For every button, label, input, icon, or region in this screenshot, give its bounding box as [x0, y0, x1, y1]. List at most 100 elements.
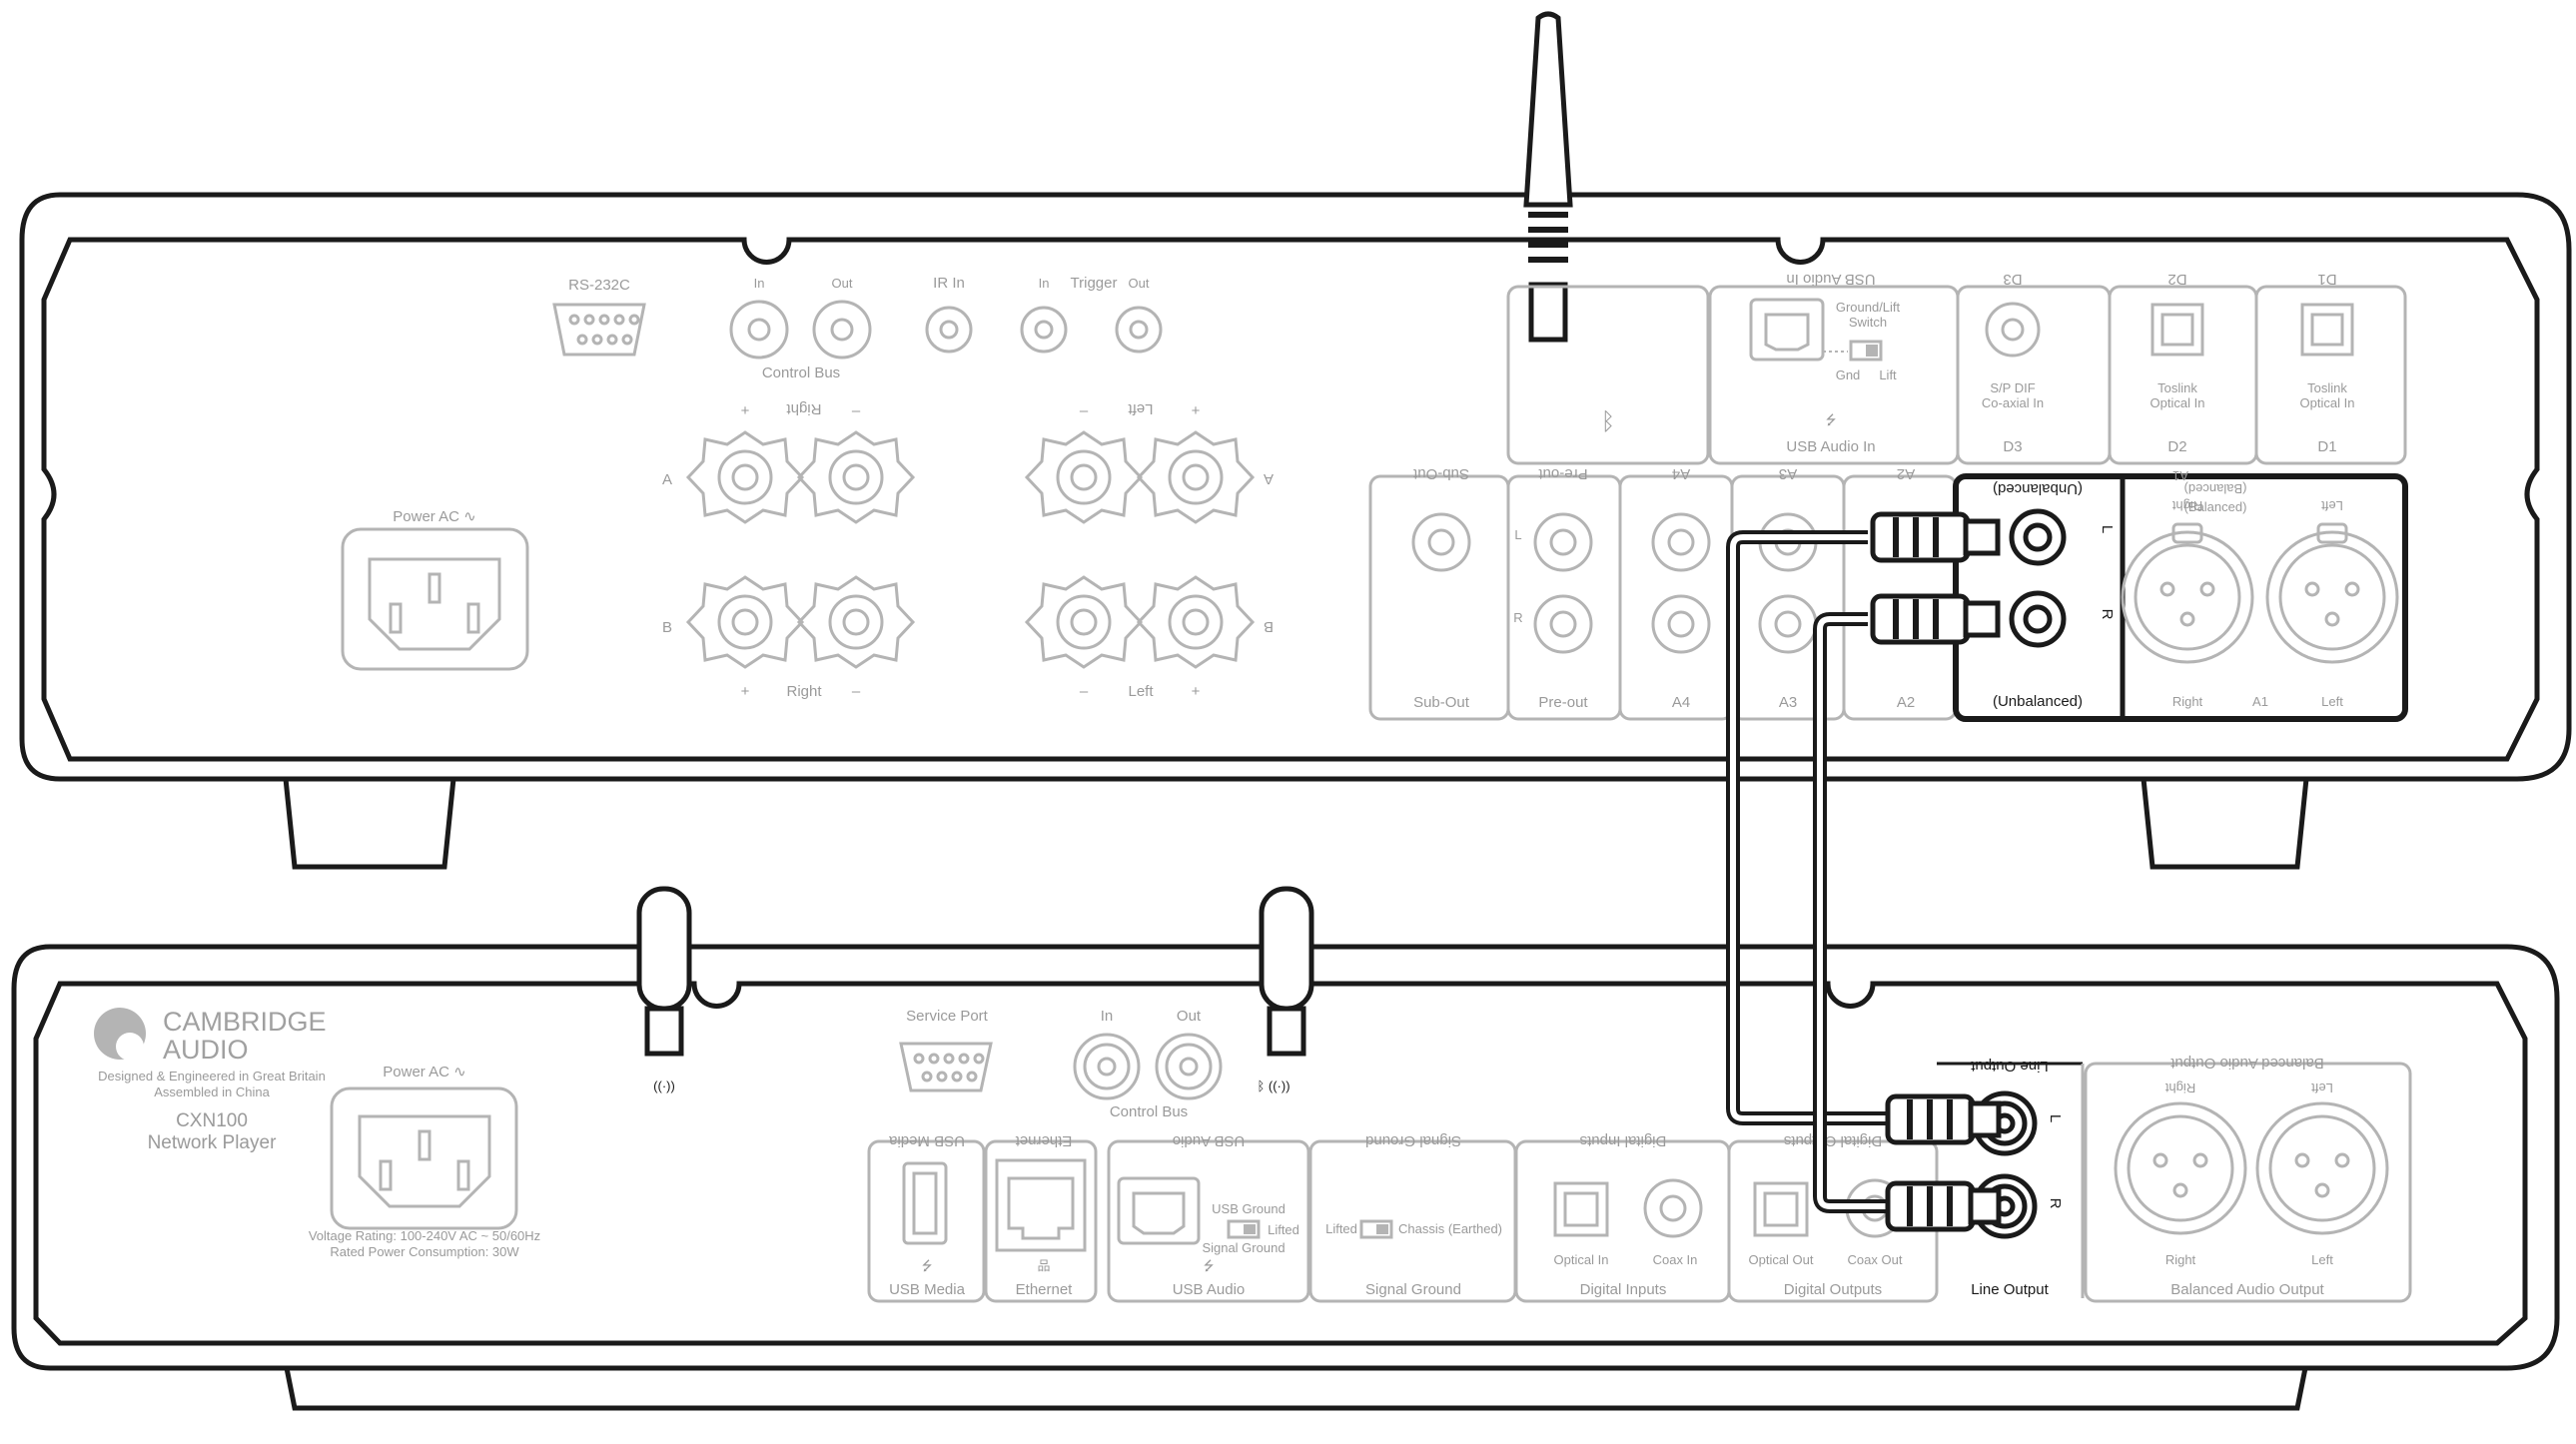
speaker-post-right-minus-b[interactable] [796, 575, 916, 669]
svg-text:Signal Ground: Signal Ground [1365, 1281, 1461, 1298]
player-rear-panel [33, 981, 2528, 1346]
svg-text:Lift: Lift [1879, 367, 1897, 382]
player-control-bus: In Out Control Bus [1073, 1008, 1223, 1120]
svg-text:Designed & Engineered in Great: Designed & Engineered in Great Britain [98, 1069, 326, 1083]
svg-text:Left: Left [1128, 683, 1154, 700]
service-port[interactable]: Service Port [899, 1008, 993, 1092]
d2-toslink-port[interactable] [2150, 303, 2204, 357]
speaker-post-right-plus-b[interactable] [685, 575, 805, 669]
svg-text:A3: A3 [1779, 465, 1797, 482]
ground-lift-switch[interactable] [1849, 340, 1883, 361]
svg-text:+: + [741, 402, 750, 419]
svg-text:Trigger: Trigger [1071, 275, 1118, 292]
svg-text:Power AC ∿: Power AC ∿ [383, 1064, 465, 1081]
svg-text:AUDIO: AUDIO [163, 1035, 249, 1065]
d1-toslink-port[interactable] [2300, 303, 2354, 357]
svg-text:Ethernet: Ethernet [1015, 1132, 1073, 1149]
trigger-out-jack[interactable] [1115, 306, 1163, 354]
svg-text:Line Output: Line Output [1971, 1281, 2049, 1298]
usb-ground-switch[interactable] [1227, 1219, 1261, 1239]
optical-in-port[interactable] [1553, 1181, 1609, 1237]
player-power-inlet[interactable]: Power AC ∿ [330, 1064, 518, 1230]
signal-ground-switch[interactable] [1359, 1219, 1393, 1239]
svg-text:(Balanced): (Balanced) [2184, 499, 2247, 514]
a4-r-jack[interactable] [1651, 594, 1711, 654]
pre-out-r-jack[interactable] [1533, 594, 1593, 654]
player-usb-audio: USB Audio USB Ground Lifted Signal Groun… [1107, 1132, 1310, 1303]
svg-text:(Unbalanced): (Unbalanced) [1993, 480, 2083, 497]
trigger-in-jack[interactable] [1020, 306, 1068, 354]
amp-power-inlet[interactable]: Power AC ∿ [341, 508, 529, 671]
svg-text:USB Audio: USB Audio [1173, 1132, 1246, 1149]
coax-in-jack[interactable] [1643, 1178, 1703, 1238]
amp-usb-audio-in: USB Audio In Ground/Lift Switch Gnd Lift… [1708, 271, 1960, 465]
speaker-post-left-minus-b[interactable] [1024, 575, 1144, 669]
speaker-post-left-plus-b[interactable] [1136, 575, 1256, 669]
wifi-icon: ((·)) [653, 1079, 675, 1093]
svg-text:Ground/Lift: Ground/Lift [1836, 300, 1901, 315]
balanced-out-left-xlr[interactable] [2255, 1101, 2389, 1235]
speaker-post-right-minus-a[interactable] [796, 430, 916, 524]
player-antenna-left: ((·)) [636, 886, 692, 1093]
ethernet-port[interactable] [995, 1158, 1087, 1252]
svg-text:Right: Right [786, 400, 822, 417]
svg-text:+: + [741, 683, 750, 700]
speaker-post-left-minus-a[interactable] [1024, 430, 1144, 524]
usb-a-port[interactable] [902, 1161, 948, 1245]
usb-icon: ⭍ [1204, 1258, 1215, 1273]
d3-coax-jack[interactable] [1985, 302, 2041, 358]
pre-out-l-jack[interactable] [1533, 512, 1593, 572]
control-bus-label: Control Bus [762, 364, 840, 381]
svg-text:Out: Out [1129, 276, 1150, 291]
player-control-bus-in[interactable] [1073, 1033, 1141, 1100]
rca-plug-player-l [1885, 1093, 2002, 1145]
control-bus-in-jack[interactable] [729, 300, 789, 360]
control-bus-out-jack[interactable] [812, 300, 872, 360]
svg-text:In: In [754, 276, 765, 291]
optical-out-port[interactable] [1753, 1181, 1809, 1237]
svg-text:Left: Left [2321, 498, 2343, 513]
usb-b-port[interactable] [1749, 298, 1825, 361]
svg-text:Out: Out [1177, 1008, 1202, 1025]
svg-text:IR In: IR In [933, 275, 965, 292]
svg-text:D3: D3 [2003, 438, 2022, 455]
ir-in-jack[interactable] [925, 306, 973, 354]
svg-text:D3: D3 [2003, 271, 2022, 288]
a4-l-jack[interactable] [1651, 512, 1711, 572]
svg-text:CAMBRIDGE: CAMBRIDGE [163, 1007, 327, 1037]
sub-out-jack[interactable] [1411, 512, 1471, 572]
svg-text:Right: Right [2164, 1081, 2195, 1095]
rca-plug-amp-r [1870, 593, 2001, 645]
rs232-port[interactable]: RS-232C [552, 277, 646, 357]
svg-text:L: L [1514, 527, 1521, 542]
usb-b-port[interactable] [1117, 1176, 1201, 1245]
balanced-out-right-xlr[interactable] [2114, 1101, 2247, 1235]
model-name: CXN100 [176, 1110, 248, 1131]
a1-unbalanced-l-jack[interactable] [2009, 508, 2067, 566]
svg-text:A: A [1264, 470, 1274, 487]
svg-text:Pre-out: Pre-out [1538, 694, 1588, 711]
svg-text:Control Bus: Control Bus [1110, 1103, 1188, 1120]
svg-text:Optical In: Optical In [1554, 1252, 1609, 1267]
svg-text:Optical Out: Optical Out [1748, 1252, 1813, 1267]
svg-text:Voltage Rating: 100-240V AC ~: Voltage Rating: 100-240V AC ~ 50/60Hz [309, 1228, 540, 1243]
speaker-post-left-plus-a[interactable] [1136, 430, 1256, 524]
svg-text:(Unbalanced): (Unbalanced) [1993, 693, 2083, 710]
svg-text:A4: A4 [1672, 694, 1690, 711]
a1-unbalanced-r-jack[interactable] [2009, 590, 2067, 648]
svg-text:Digital Inputs: Digital Inputs [1580, 1132, 1667, 1149]
svg-text:USB Audio In: USB Audio In [1786, 271, 1875, 288]
svg-text:D2: D2 [2167, 438, 2186, 455]
a1-balanced-right-xlr[interactable] [2121, 522, 2254, 664]
svg-text:Digital Outputs: Digital Outputs [1784, 1132, 1882, 1149]
svg-text:A2: A2 [1897, 465, 1915, 482]
svg-text:USB Ground: USB Ground [1212, 1201, 1286, 1216]
player-control-bus-out[interactable] [1155, 1033, 1223, 1100]
svg-text:Pre-out: Pre-out [1538, 465, 1588, 482]
amp-antenna [1523, 11, 1573, 343]
a1-balanced-left-xlr[interactable] [2265, 522, 2399, 664]
svg-text:A: A [662, 471, 672, 488]
speaker-post-right-plus-a[interactable] [685, 430, 805, 524]
ir-in: IR In [925, 275, 973, 354]
amp-foot-right [2140, 766, 2310, 870]
